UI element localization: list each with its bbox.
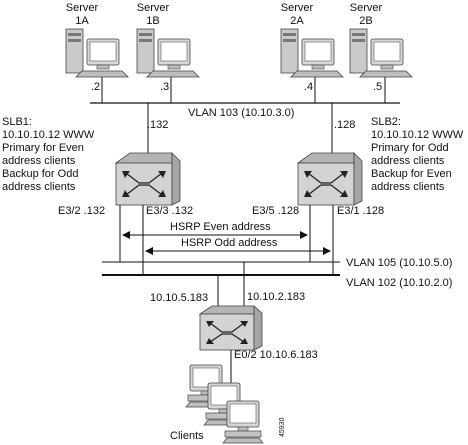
router-ip-right: 10.10.2.183	[247, 291, 305, 303]
server-2b-ip: .5	[373, 81, 382, 93]
server-1b-id: 1B	[146, 15, 159, 27]
slb2-description: SLB2: 10.10.10.12 WWW Primary for Odd ad…	[371, 116, 464, 193]
slb1-line-2: 10.10.10.12 WWW	[2, 129, 95, 141]
server-1a-id: 1A	[75, 15, 89, 27]
server-1b-ip: .3	[160, 81, 169, 93]
slb2-line-4: address clients	[371, 155, 445, 167]
clients-label: Clients	[170, 430, 204, 442]
slb2-line-3: Primary for Odd	[371, 142, 449, 154]
server-1a-label: Server	[66, 2, 99, 14]
slb2-port-right: E3/1 .128	[337, 205, 384, 217]
server-2a-ip: .4	[304, 81, 313, 93]
server-2b-label: Server	[350, 2, 383, 14]
vlan102-label: VLAN 102 (10.10.2.0)	[346, 277, 452, 289]
server-2b: Server 2B .5	[349, 2, 413, 103]
server-2a-id: 2A	[290, 15, 304, 27]
client-3-icon	[222, 400, 264, 444]
slb2-line-6: address clients	[371, 181, 445, 193]
server-2b-id: 2B	[359, 15, 372, 27]
vlan103-label: VLAN 103 (10.10.3.0)	[188, 107, 294, 119]
server-2b-icon	[349, 28, 413, 78]
slb2-line-5: Backup for Even	[371, 168, 452, 180]
figure-id: 45930	[279, 417, 286, 437]
server-1b: Server 1B .3	[136, 2, 200, 103]
router-port-label: E0/2 10.10.6.183	[234, 349, 318, 361]
server-1a: Server 1A .2	[65, 2, 129, 103]
slb1-line-5: Backup for Odd	[2, 168, 78, 180]
slb1-port-left: E3/2 .132	[58, 205, 105, 217]
slb2-top-ip: .128	[334, 119, 355, 131]
slb2-port-left: E3/5 .128	[252, 205, 299, 217]
server-2a: Server 2A .4	[280, 2, 344, 103]
slb1-port-right: E3/3 .132	[146, 205, 193, 217]
slb2-switch-icon	[297, 152, 363, 206]
server-2a-label: Server	[281, 2, 314, 14]
slb1-line-1: SLB1:	[2, 116, 32, 128]
vlan105-label: VLAN 105 (10.10.5.0)	[346, 257, 452, 269]
slb2-line-1: SLB2:	[371, 116, 401, 128]
server-1b-label: Server	[137, 2, 170, 14]
slb1-description: SLB1: 10.10.10.12 WWW Primary for Even a…	[2, 116, 95, 193]
slb1-switch-icon	[115, 152, 181, 206]
slb2-line-2: 10.10.10.12 WWW	[371, 129, 464, 141]
server-1b-icon	[136, 28, 200, 78]
slb1-line-3: Primary for Even	[2, 142, 84, 154]
hsrp-even-label: HSRP Even address	[170, 221, 271, 233]
server-2a-icon	[280, 28, 344, 78]
server-1a-ip: .2	[91, 81, 100, 93]
server-1a-icon	[65, 28, 129, 78]
slb1-line-4: address clients	[2, 155, 76, 167]
router-icon	[199, 305, 263, 351]
slb1-line-6: address clients	[2, 181, 76, 193]
router-ip-left: 10.10.5.183	[150, 292, 208, 304]
hsrp-odd-label: HSRP Odd address	[181, 237, 278, 249]
slb1-top-ip: .132	[147, 119, 168, 131]
